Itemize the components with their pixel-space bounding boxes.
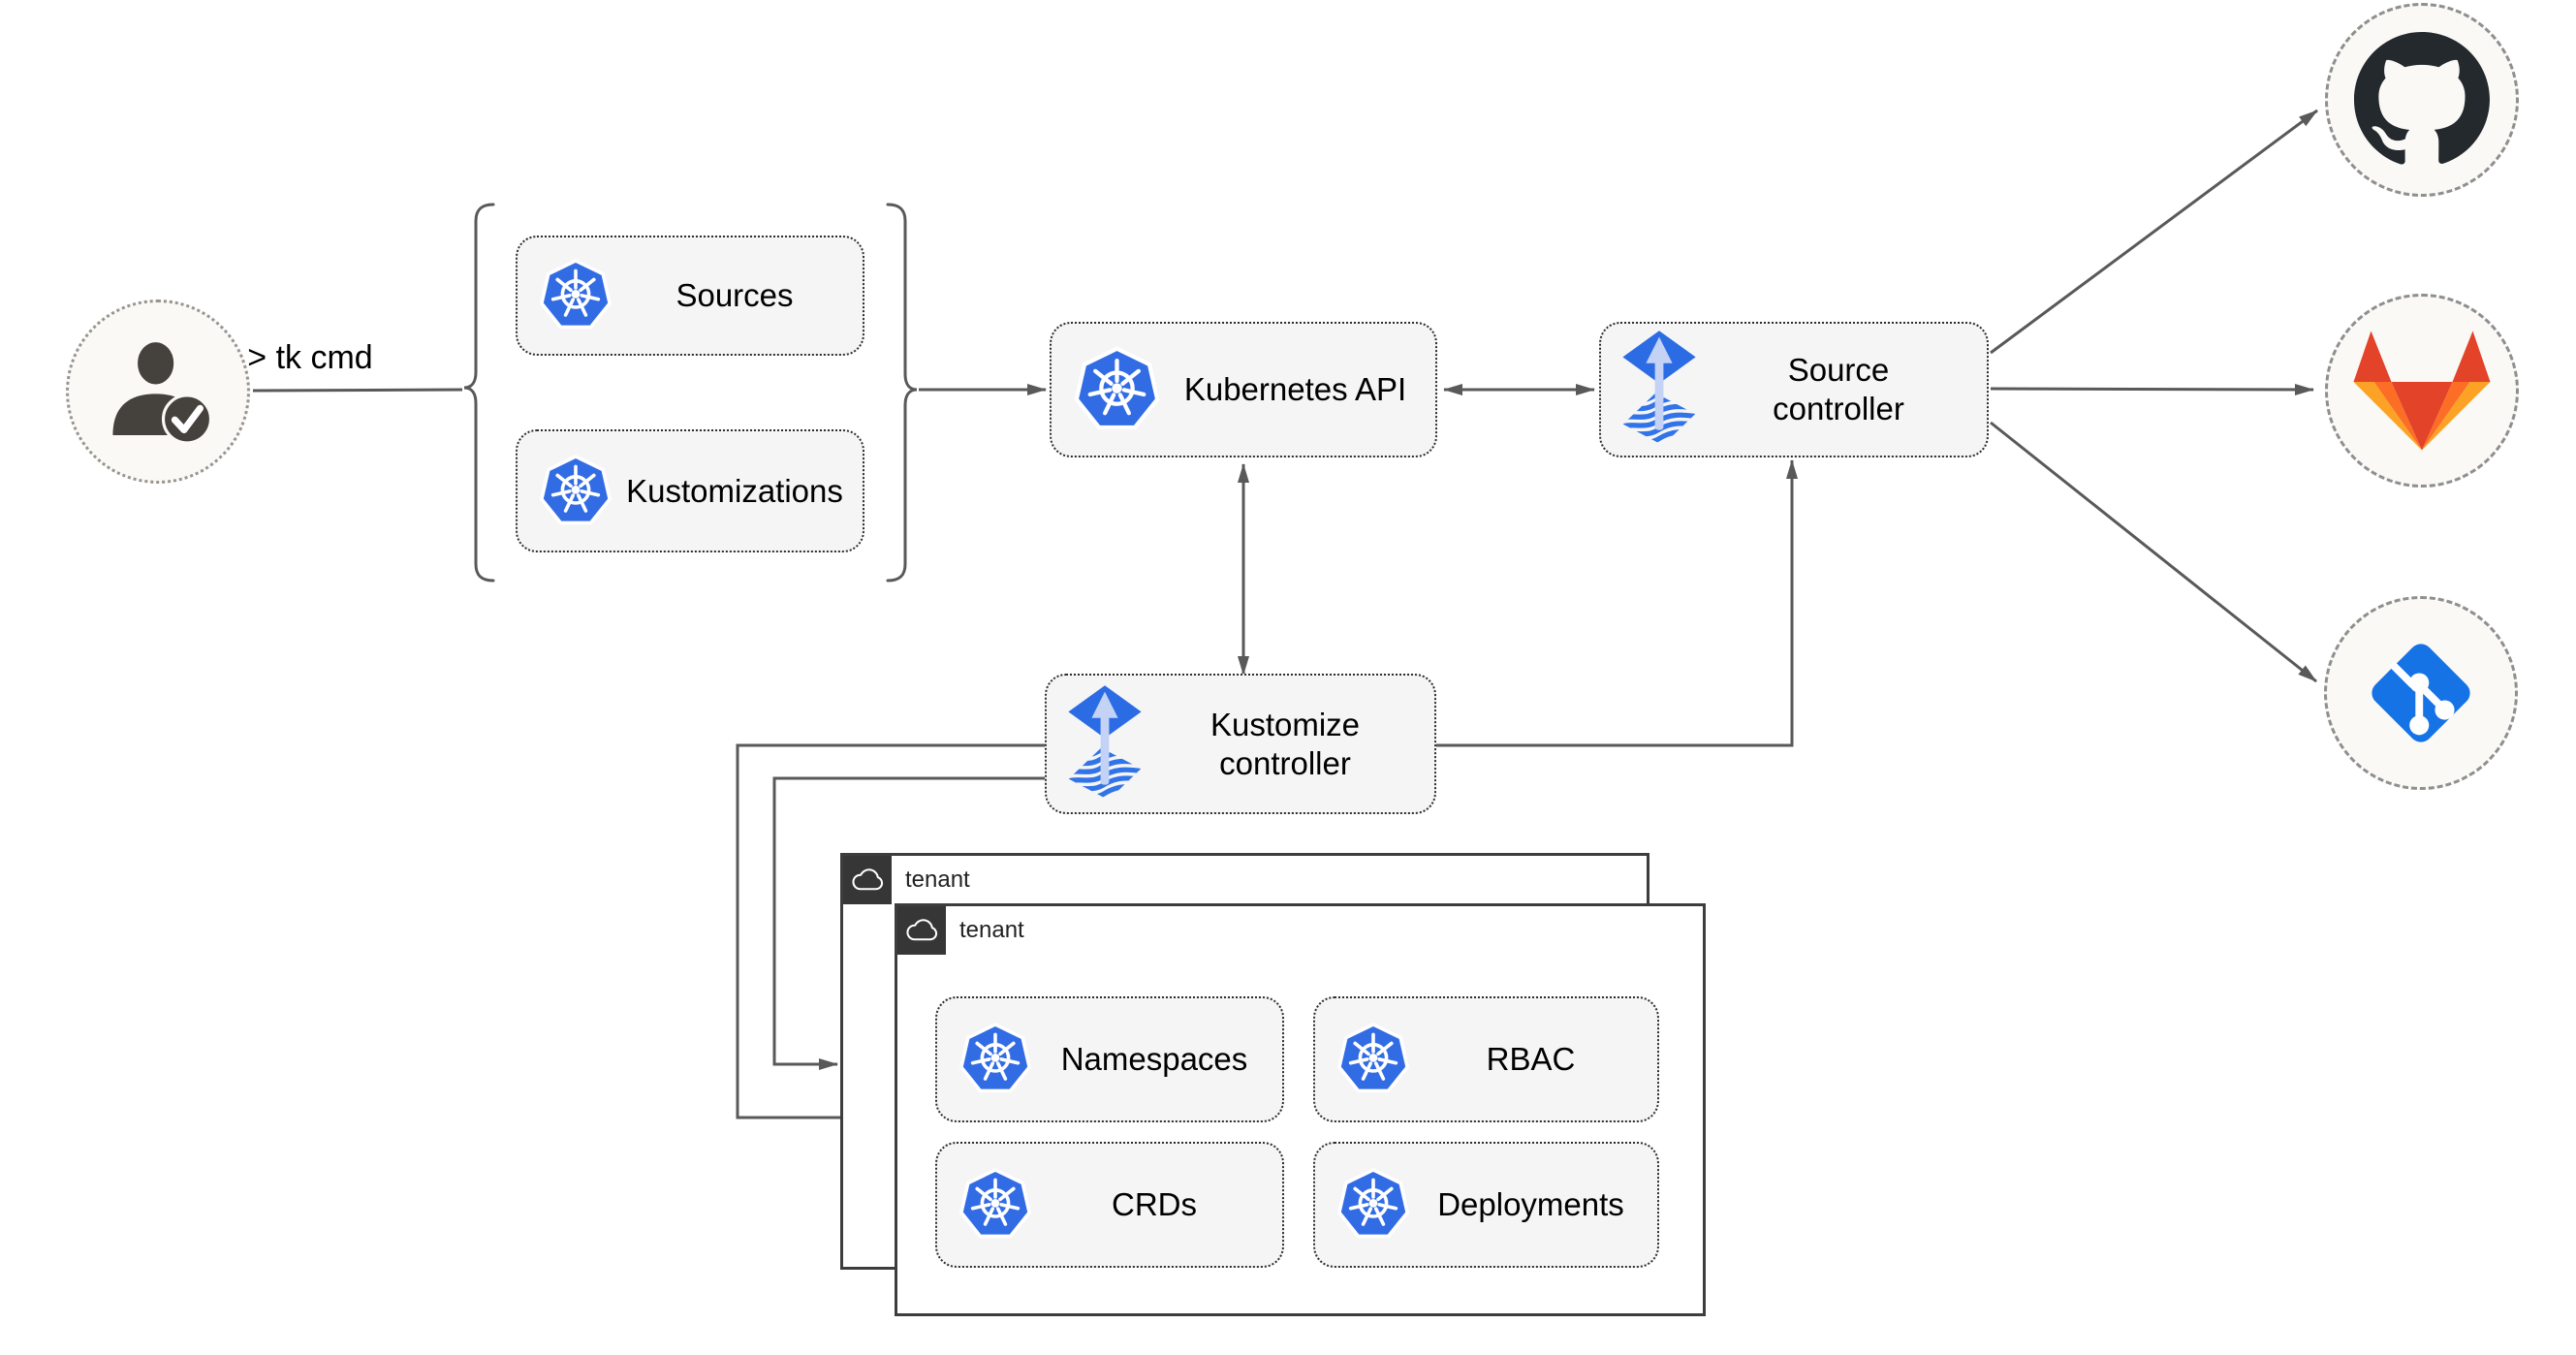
gitlab-icon xyxy=(2349,327,2495,455)
edge-kustomize-to-back-tenant xyxy=(772,776,1045,1070)
node-deployments: Deployments xyxy=(1313,1142,1659,1268)
kubernetes-icon xyxy=(957,1021,1034,1098)
cloud-tab xyxy=(897,906,946,955)
edge-source-controller-to-github xyxy=(1990,109,2318,355)
node-sources: Sources xyxy=(516,236,864,356)
node-kubernetes-api: Kubernetes API xyxy=(1050,322,1437,457)
left-curly-bracket xyxy=(463,203,495,583)
kubernetes-icon xyxy=(1071,344,1163,436)
node-kustomize-controller-label: Kustomize controller xyxy=(1144,706,1427,782)
tenant-back-label: tenant xyxy=(905,867,970,893)
edge-source-controller-to-git xyxy=(1990,421,2317,683)
edge-kustomize-to-front-tenant xyxy=(736,743,1045,1123)
user-avatar xyxy=(66,299,250,484)
git-remote xyxy=(2324,596,2518,790)
github-remote xyxy=(2325,3,2519,197)
node-source-controller-text: Source controller xyxy=(1773,352,1904,426)
edge-source-controller-to-gitlab xyxy=(1990,383,2314,395)
node-kubernetes-api-label: Kubernetes API xyxy=(1183,371,1407,407)
cloud-icon xyxy=(905,917,938,944)
node-sources-label: Sources xyxy=(675,277,794,313)
kubernetes-icon xyxy=(537,453,614,530)
user-check-icon xyxy=(85,319,231,464)
node-source-controller: Source controller xyxy=(1599,322,1989,457)
node-namespaces: Namespaces xyxy=(935,996,1284,1122)
node-rbac-label: RBAC xyxy=(1486,1041,1576,1077)
node-kustomizations: Kustomizations xyxy=(516,429,864,552)
edge-user-to-toolkit xyxy=(252,388,463,393)
node-rbac: RBAC xyxy=(1313,996,1659,1122)
node-crds: CRDs xyxy=(935,1142,1284,1268)
node-deployments-label: Deployments xyxy=(1437,1186,1624,1222)
node-source-controller-label: Source controller xyxy=(1698,351,1979,427)
edge-kustomize-to-source-controller xyxy=(1436,459,1798,747)
flux-icon xyxy=(1066,682,1144,806)
git-icon xyxy=(2353,625,2489,761)
gitlab-remote xyxy=(2325,294,2519,488)
node-crds-label: CRDs xyxy=(1112,1186,1197,1222)
node-kustomizations-label: Kustomizations xyxy=(626,472,843,509)
cloud-icon xyxy=(851,867,884,894)
node-namespaces-label: Namespaces xyxy=(1060,1041,1248,1077)
tenant-container-front: tenant Namespaces RBAC CRDs Deployments xyxy=(895,903,1706,1316)
kubernetes-icon xyxy=(1335,1166,1412,1244)
cloud-tab xyxy=(843,856,892,904)
right-curly-bracket xyxy=(886,203,918,583)
kubernetes-icon xyxy=(537,257,614,334)
kubernetes-icon xyxy=(957,1166,1034,1244)
node-kustomize-controller: Kustomize controller xyxy=(1045,674,1436,814)
cli-command-label: > tk cmd xyxy=(247,339,373,376)
node-kustomize-controller-text: Kustomize controller xyxy=(1209,706,1361,781)
tenant-front-label: tenant xyxy=(959,917,1024,943)
github-icon xyxy=(2354,32,2490,168)
flux-icon xyxy=(1620,328,1698,452)
kubernetes-icon xyxy=(1335,1021,1412,1098)
